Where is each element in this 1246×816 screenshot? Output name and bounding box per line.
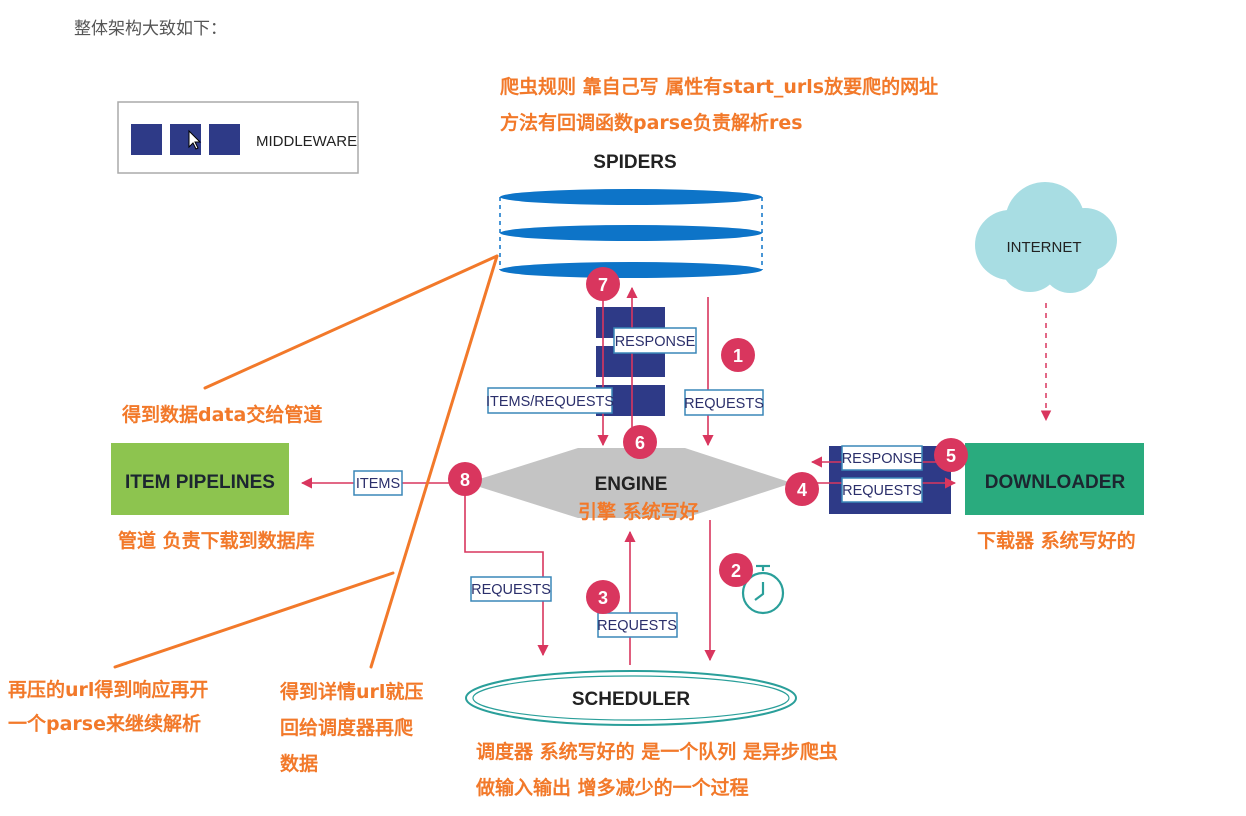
svg-text:REQUESTS: REQUESTS: [471, 582, 551, 598]
engine-node: ENGINE: [467, 448, 792, 518]
note-reparse-line1: 再压的url得到响应再开: [8, 679, 209, 701]
tag-requests-3: REQUESTS: [597, 612, 678, 638]
note-scheduler-line2: 做输入输出 增多减少的一个过程: [476, 777, 749, 799]
internet-cloud: INTERNET: [975, 182, 1117, 293]
flow-arrows: [300, 286, 960, 665]
svg-text:REQUESTS: REQUESTS: [597, 618, 677, 634]
note-detail-line2: 回给调度器再爬: [280, 717, 414, 739]
svg-text:5: 5: [946, 446, 956, 466]
downloader-label: DOWNLOADER: [985, 472, 1126, 493]
step-1: 1: [721, 338, 755, 372]
note-detail-line3: 数据: [280, 753, 319, 775]
clock-icon: [741, 564, 785, 615]
cursor-icon: [188, 129, 202, 150]
note-detail-line1: 得到详情url就压: [280, 681, 424, 703]
scheduler-node: SCHEDULER: [465, 670, 797, 726]
step-2: 2: [719, 553, 753, 587]
note-reparse-line2: 一个parse来继续解析: [8, 713, 201, 735]
svg-text:REQUESTS: REQUESTS: [842, 483, 922, 499]
tag-requests-1: REQUESTS: [684, 389, 764, 416]
svg-text:ITEMS: ITEMS: [356, 476, 400, 492]
downloader-node: DOWNLOADER: [965, 443, 1144, 515]
tag-requests-downloader: REQUESTS: [841, 477, 923, 503]
item-pipelines-node: ITEM PIPELINES: [111, 443, 289, 515]
note-scheduler-line1: 调度器 系统写好的 是一个队列 是异步爬虫: [476, 741, 838, 763]
tag-items-requests: ITEMS/REQUESTS: [486, 387, 614, 414]
intro-text: 整体架构大致如下：: [74, 19, 227, 39]
svg-text:1: 1: [733, 346, 743, 366]
annotation-lines: [113, 254, 499, 669]
spiders-stack: [499, 189, 763, 278]
svg-text:ITEMS/REQUESTS: ITEMS/REQUESTS: [486, 394, 614, 410]
step-3: 3: [586, 580, 620, 614]
tag-requests-8: REQUESTS: [470, 576, 552, 602]
step-6: 6: [623, 425, 657, 459]
item-pipelines-label: ITEM PIPELINES: [125, 472, 275, 493]
svg-text:7: 7: [598, 275, 608, 295]
note-pipeline: 管道 负责下载到数据库: [118, 530, 315, 552]
spiders-label: SPIDERS: [593, 152, 676, 173]
svg-text:8: 8: [460, 470, 470, 490]
svg-text:3: 3: [598, 588, 608, 608]
note-downloader: 下载器 系统写好的: [977, 530, 1136, 552]
svg-text:6: 6: [635, 433, 645, 453]
step-8: 8: [448, 462, 482, 496]
svg-text:2: 2: [731, 561, 741, 581]
svg-text:RESPONSE: RESPONSE: [615, 334, 696, 350]
note-data-to-pipeline: 得到数据data交给管道: [122, 404, 323, 426]
svg-text:4: 4: [797, 480, 807, 500]
engine-label: ENGINE: [595, 474, 668, 495]
note-engine: 引擎 系统写好: [578, 501, 699, 523]
svg-text:REQUESTS: REQUESTS: [684, 396, 764, 412]
step-5: 5: [934, 438, 968, 472]
note-spiders-line1: 爬虫规则 靠自己写 属性有start_urls放要爬的网址: [500, 76, 939, 98]
scheduler-label: SCHEDULER: [572, 689, 691, 710]
tag-items: ITEMS: [353, 470, 403, 496]
tag-response-top: RESPONSE: [613, 327, 697, 354]
step-7: 7: [586, 267, 620, 301]
step-4: 4: [785, 472, 819, 506]
svg-text:RESPONSE: RESPONSE: [842, 451, 923, 467]
tag-response-downloader: RESPONSE: [841, 445, 923, 471]
note-spiders-line2: 方法有回调函数parse负责解析res: [500, 112, 803, 134]
middleware-legend: MIDDLEWARE: [117, 101, 359, 174]
middleware-label: MIDDLEWARE: [256, 133, 357, 150]
internet-label: INTERNET: [1007, 239, 1082, 256]
